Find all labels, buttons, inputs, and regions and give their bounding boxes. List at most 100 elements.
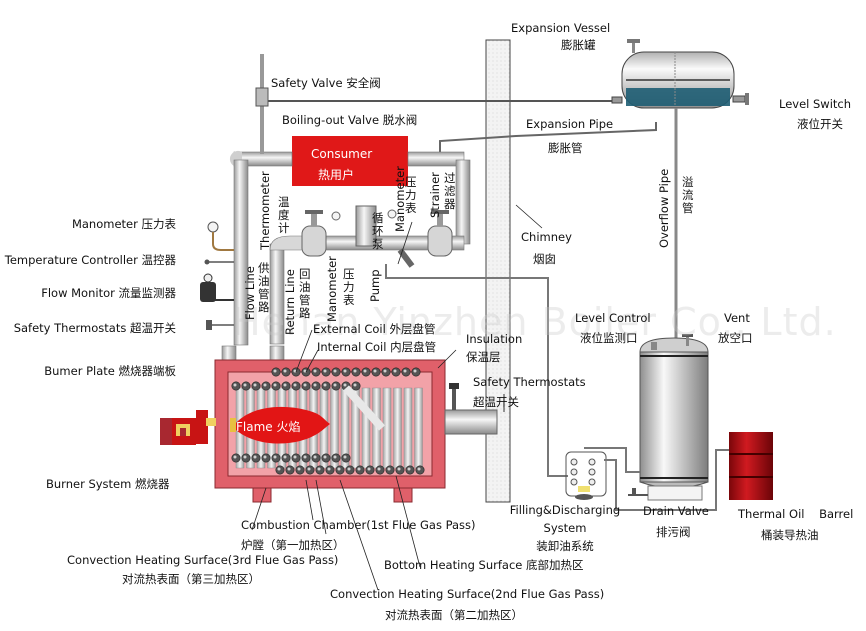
left-instruments	[200, 221, 234, 330]
coil-ring-highlight	[393, 369, 397, 373]
thermal-oil-barrel	[729, 432, 773, 500]
coil-ring-highlight	[313, 455, 317, 459]
storage-tank	[639, 334, 709, 501]
overflow-pipe-label: Overflow Pipe	[657, 168, 671, 248]
coil-ring-highlight	[293, 383, 297, 387]
expansion-vessel	[611, 39, 749, 109]
coil-ring-highlight	[283, 369, 287, 373]
overflow-pipe-label-cn: 溢流管	[682, 175, 694, 215]
coil-ring-highlight	[353, 383, 357, 387]
chimney-label-cn: 烟囱	[533, 252, 556, 266]
coil-ring-highlight	[313, 383, 317, 387]
coil-ring-highlight	[263, 383, 267, 387]
drain-valve-label-cn: 排污阀	[656, 525, 691, 539]
safety-thermostats-right-label: Safety Thermostats	[473, 375, 586, 389]
diagonal-pipe	[343, 385, 385, 431]
coil-ring-highlight	[293, 455, 297, 459]
internal-coil-label: Internal Coil 内层盘管	[317, 340, 437, 354]
coil-ring-highlight	[343, 369, 347, 373]
consumer-unit	[292, 136, 408, 186]
coil-ring-highlight	[273, 383, 277, 387]
coil-ring-highlight	[303, 455, 307, 459]
boiling-out-valve-label: Boiling-out Valve 脱水阀	[282, 113, 418, 127]
coil-ring-highlight	[273, 369, 277, 373]
coil-ring-highlight	[253, 455, 257, 459]
thermal-oil-barrel-label-cn: 桶装导热油	[761, 528, 819, 542]
expansion-pipe-label: Expansion Pipe	[526, 117, 614, 131]
coil-ring-highlight	[333, 369, 337, 373]
burner-system	[160, 410, 216, 445]
pump-label: Pump	[368, 269, 382, 302]
filling-discharging-label: Filling&Discharging System 装卸油系统	[505, 503, 625, 553]
bottom-heating-label: Bottom Heating Surface 底部加热区	[384, 558, 584, 572]
strainer-label-cn: 过滤器	[444, 171, 456, 211]
coil-ring-highlight	[347, 467, 351, 471]
flow-line-label: Flow Line	[243, 266, 257, 320]
insulation-label-cn: 保温层	[466, 350, 501, 364]
flow-monitor-label: Flow Monitor 流量监测器	[41, 286, 176, 300]
thermometer-label: Thermometer	[258, 171, 272, 250]
convection-2nd-label: Convection Heating Surface(2nd Flue Gas …	[330, 587, 605, 601]
coil-ring-highlight	[373, 369, 377, 373]
coil-ring-highlight	[243, 383, 247, 387]
convection-2nd-label-cn: 对流热表面（第二加热区）	[385, 608, 523, 622]
filling-discharging-cn: 装卸油系统	[536, 539, 594, 553]
convection-3rd-label: Convection Heating Surface(3rd Flue Gas …	[67, 553, 339, 567]
coil-ring-highlight	[273, 455, 277, 459]
coil-ring-highlight	[277, 467, 281, 471]
chimney-label: Chimney	[521, 230, 572, 244]
watermark: Henan Yinzhen Boiler Co., Ltd.	[232, 300, 837, 344]
coil-ring-highlight	[283, 455, 287, 459]
insulation-label: Insulation	[466, 332, 523, 346]
coil-ring-highlight	[323, 455, 327, 459]
coil-ring-highlight	[317, 467, 321, 471]
coil-ring-highlight	[243, 455, 247, 459]
flame	[236, 406, 330, 444]
coil-tube	[393, 387, 402, 469]
expansion-pipe	[439, 122, 657, 155]
coil-tube	[414, 387, 423, 469]
safety-thermostats-left-label: Safety Thermostats 超温开关	[13, 321, 176, 335]
coil-ring-highlight	[357, 467, 361, 471]
thermal-oil-barrel-label: Thermal Oil Barrel	[738, 507, 854, 521]
manometer-left-label: Manometer 压力表	[71, 217, 176, 231]
coil-ring-highlight	[333, 383, 337, 387]
manometer-top-label-cn: 压力表	[405, 175, 417, 215]
expansion-pipe-label-cn: 膨胀管	[548, 141, 583, 155]
coil-ring-highlight	[337, 467, 341, 471]
coil-ring-highlight	[377, 467, 381, 471]
consumer-label: Consumer	[311, 147, 373, 161]
coil-ring-highlight	[363, 369, 367, 373]
circulation-pipe-loop	[229, 54, 471, 346]
coil-ring-highlight	[323, 383, 327, 387]
coil-ring-highlight	[383, 369, 387, 373]
vent-label-cn: 放空口	[718, 331, 753, 345]
filling-discharging-line1: Filling&Discharging	[509, 503, 621, 517]
coil-tube	[403, 387, 413, 469]
burner-system-label: Burner System 燃烧器	[46, 477, 170, 491]
coil-ring-highlight	[303, 383, 307, 387]
safety-thermostats-right-label-cn: 超温开关	[473, 395, 519, 409]
thermometer-label-cn: 温度计	[278, 195, 290, 235]
external-coil-label: External Coil 外层盘管	[313, 322, 436, 336]
coil-tube	[361, 387, 371, 469]
level-switch-label-cn: 液位开关	[797, 117, 843, 131]
coil-ring-highlight	[263, 455, 267, 459]
flow-line-label-cn: 供油管路	[258, 261, 270, 314]
manometer-mid-label: Manometer	[325, 256, 339, 322]
coil-ring-highlight	[297, 467, 301, 471]
coil-ring-highlight	[233, 455, 237, 459]
level-control-label: Level Control	[575, 311, 651, 325]
vent-label: Vent	[724, 311, 750, 325]
coil-ring-highlight	[327, 467, 331, 471]
temperature-controller-label: Temperature Controller 温控器	[4, 253, 176, 267]
coil-ring-highlight	[407, 467, 411, 471]
coil-ring-highlight	[343, 455, 347, 459]
coil-ring-highlight	[367, 467, 371, 471]
combustion-chamber-label-cn: 炉膛（第一加热区）	[241, 538, 345, 552]
coil-ring-highlight	[303, 369, 307, 373]
burner-plate-label: Bumer Plate 燃烧器端板	[44, 364, 176, 378]
coil-ring-highlight	[323, 369, 327, 373]
level-control-label-cn: 液位监测口	[580, 331, 638, 345]
